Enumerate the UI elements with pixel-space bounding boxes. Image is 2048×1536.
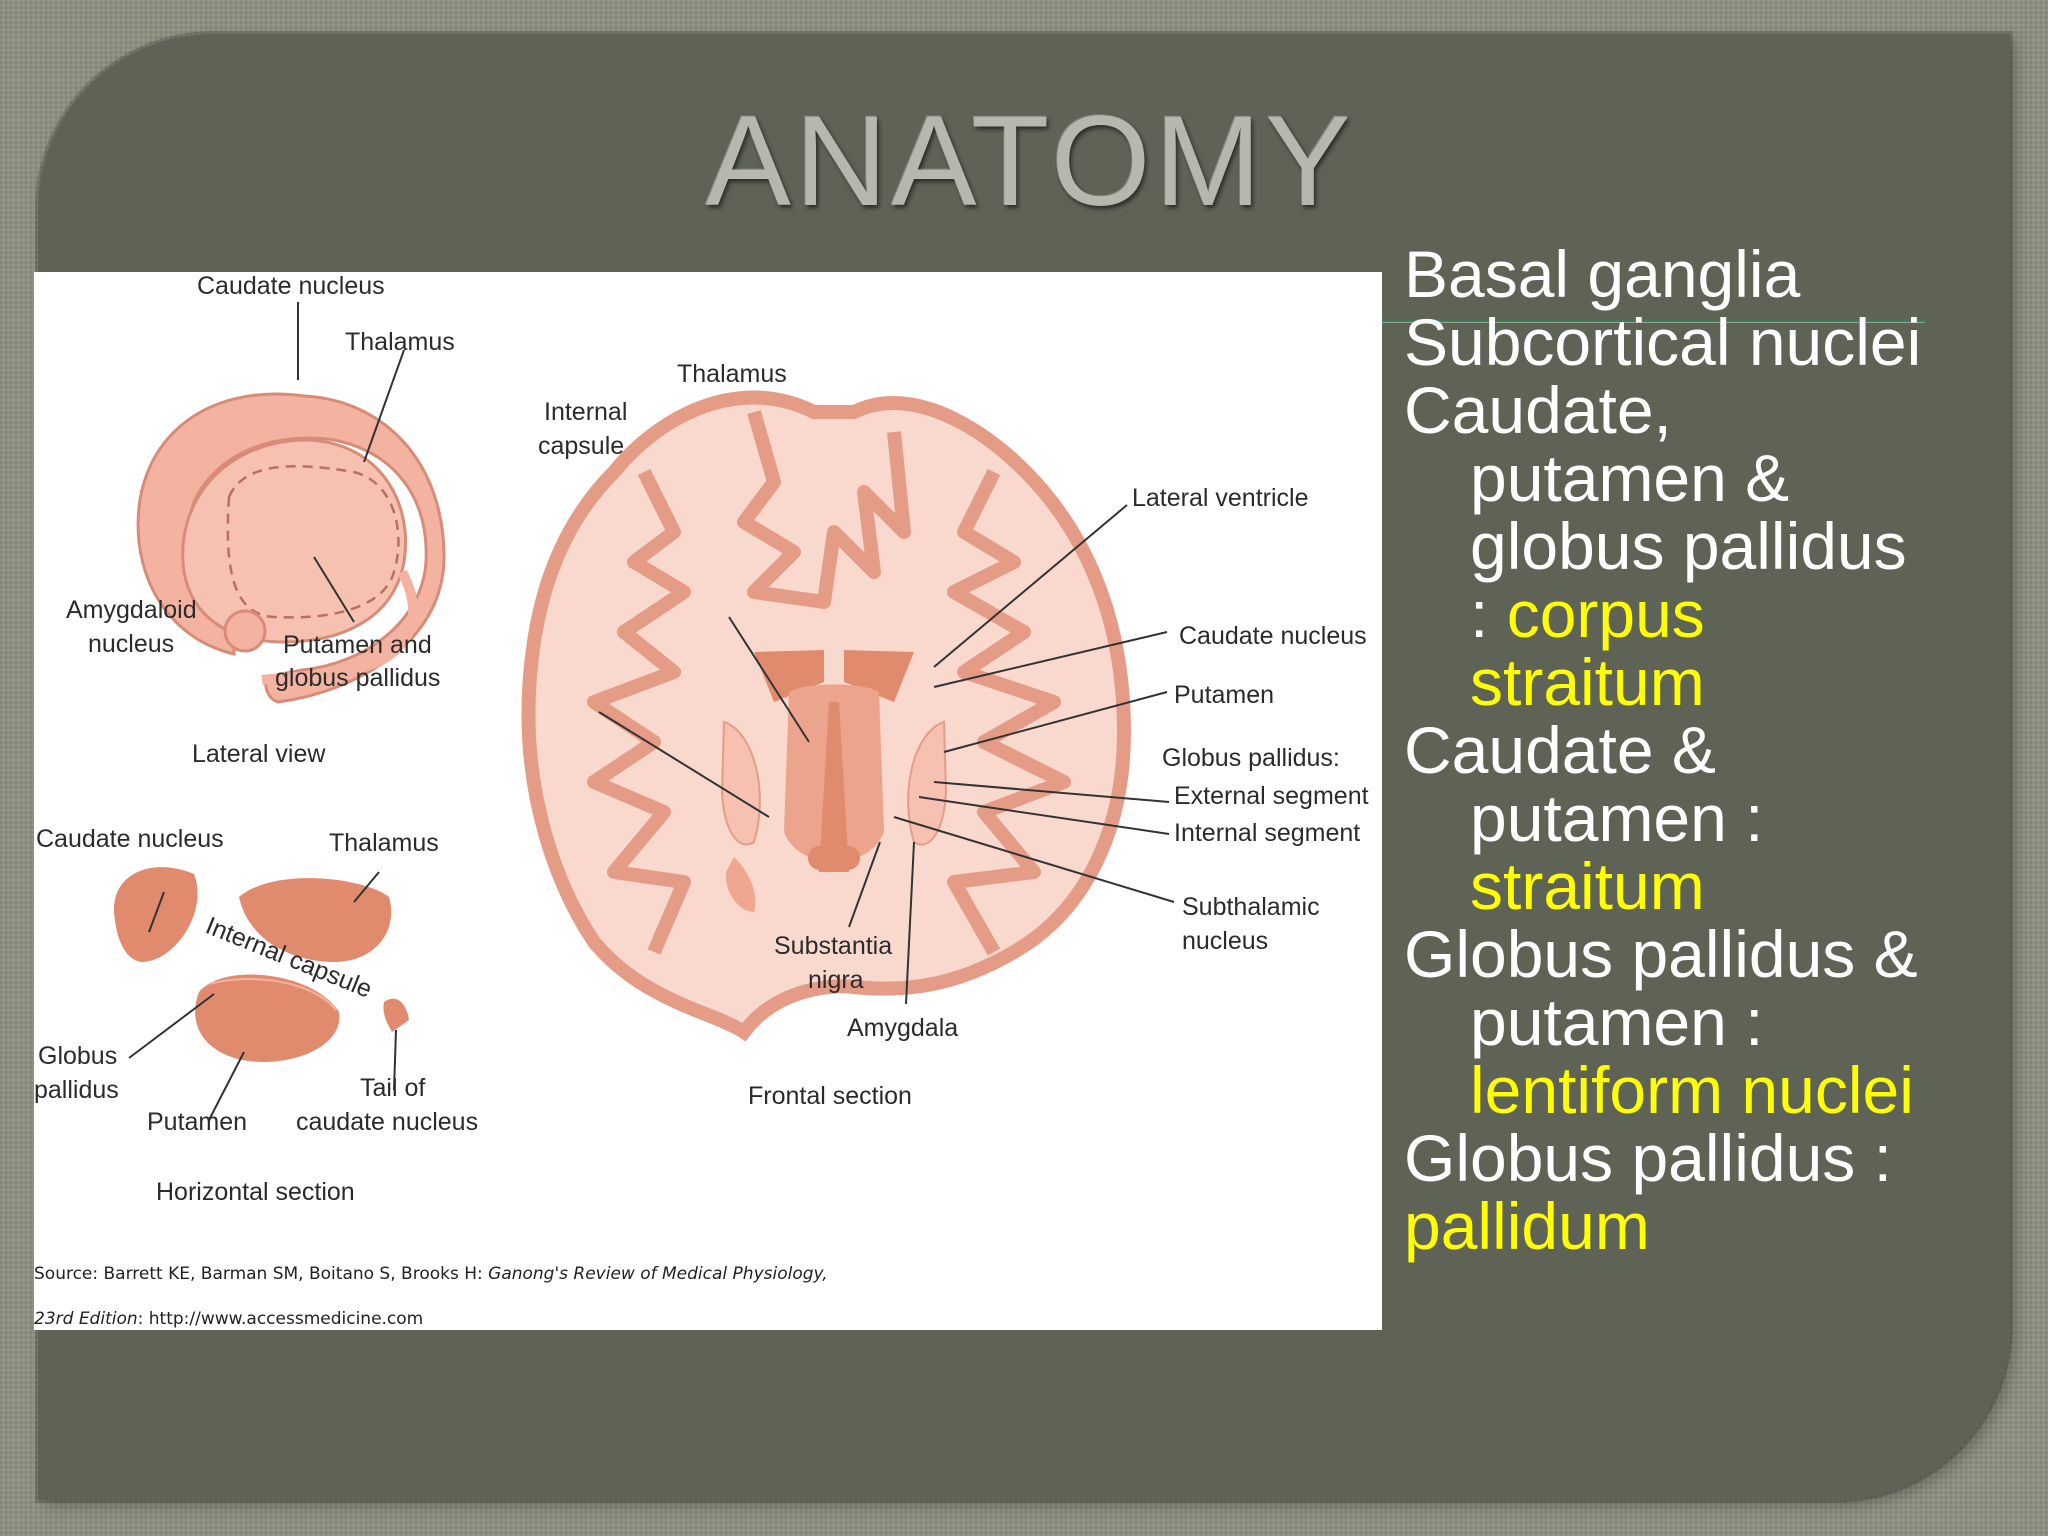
caudate-tail-shape xyxy=(261,569,419,685)
label-putamen-globus: Putamen and xyxy=(283,631,432,659)
leader-line xyxy=(353,871,380,903)
bullet-straitum: Caudate & putamen : straitum xyxy=(1404,716,2024,920)
bullet-list: Basal ganglia Subcortical nuclei Caudate… xyxy=(1404,240,2024,1260)
putamen-right-shape xyxy=(907,720,948,846)
label-tail: Tail of xyxy=(360,1074,425,1102)
h-putamen-shape xyxy=(195,974,340,1062)
putamen-dashed-outline xyxy=(226,465,400,619)
leader-line xyxy=(148,891,165,933)
lateral-view: Caudate nucleus Thalamus Amygdaloid nucl… xyxy=(66,272,455,768)
leader-line xyxy=(933,631,1168,688)
caption-frontal-section: Frontal section xyxy=(748,1082,912,1110)
leader-line xyxy=(313,556,355,623)
highlight-term: pallidum xyxy=(1404,1189,1650,1263)
label-subthalamic-2: nucleus xyxy=(1182,927,1268,955)
bullet-line: globus pallidus xyxy=(1470,509,1907,583)
label-putamen-globus-2: globus pallidus xyxy=(275,664,440,692)
label-h-putamen: Putamen xyxy=(147,1108,247,1136)
bullet-line: Caudate & xyxy=(1404,713,1716,787)
slide-title: ANATOMY xyxy=(705,90,1355,233)
leader-line xyxy=(598,711,770,818)
leader-line xyxy=(893,816,1175,903)
caption-lateral-view: Lateral view xyxy=(192,740,326,768)
anatomy-diagram: Caudate nucleus Thalamus Amygdaloid nucl… xyxy=(34,272,1369,1329)
leader-line xyxy=(128,993,215,1059)
label-internal-segment: Internal segment xyxy=(1174,819,1360,847)
bullet-lentiform-nuclei: Globus pallidus & putamen : lentiform nu… xyxy=(1404,920,2024,1124)
bullet-basal-ganglia: Basal ganglia xyxy=(1404,237,1801,311)
label-f-caudate: Caudate nucleus xyxy=(1179,622,1367,650)
label-lateral-ventricle: Lateral ventricle xyxy=(1132,484,1308,512)
bullet-corpus-straitum: Caudate, putamen & globus pallidus : cor… xyxy=(1404,376,2024,716)
label-caudate-nucleus: Caudate nucleus xyxy=(197,272,385,300)
highlight-term: straitum xyxy=(1470,645,1705,719)
label-tail-2: caudate nucleus xyxy=(296,1108,478,1136)
leader-line xyxy=(363,349,405,463)
label-f-internal-2: capsule xyxy=(538,432,624,460)
horizontal-section: Caudate nucleus Thalamus Internal capsul… xyxy=(34,825,478,1206)
label-substantia: Substantia xyxy=(774,932,892,960)
leader-line xyxy=(905,841,915,1005)
label-thalamus: Thalamus xyxy=(345,328,455,356)
label-f-putamen: Putamen xyxy=(1174,681,1274,709)
bullet-line: Globus pallidus : xyxy=(1404,1121,1892,1195)
label-globus-2: pallidus xyxy=(34,1076,119,1104)
leader-line xyxy=(393,1029,397,1091)
gyri-center xyxy=(737,410,911,609)
h-thalamus-shape xyxy=(239,878,392,962)
label-h-caudate: Caudate nucleus xyxy=(36,825,224,853)
bullet-line: putamen : xyxy=(1470,781,1764,855)
basal-ganglia-figure: Caudate nucleus Thalamus Amygdaloid nucl… xyxy=(34,272,1382,1330)
bullet-line: Globus pallidus & xyxy=(1404,917,1918,991)
source-line-1: Source: Barrett KE, Barman SM, Boitano S… xyxy=(34,1264,828,1284)
label-amygdala: Amygdala xyxy=(847,1014,958,1042)
bullet-text: : xyxy=(1470,577,1507,651)
substantia-nigra-shape xyxy=(808,846,832,870)
highlight-term: corpus xyxy=(1506,577,1705,651)
label-amygdaloid: Amygdaloid xyxy=(66,596,197,624)
bullet-pallidum: Globus pallidus : pallidum xyxy=(1404,1124,2024,1260)
label-substantia-2: nigra xyxy=(808,966,864,994)
frontal-section: Thalamus Internal capsule Lateral ventri… xyxy=(521,360,1369,1110)
caudate-arc-shape xyxy=(136,392,446,704)
bullet-subcortical-nuclei: Subcortical nuclei xyxy=(1404,305,1922,379)
label-f-internal: Internal xyxy=(544,398,627,426)
leader-line xyxy=(943,691,1168,753)
leader-line xyxy=(848,841,881,928)
leader-line xyxy=(933,781,1170,803)
putamen-left-shape xyxy=(720,720,761,846)
title-underline xyxy=(1380,319,1925,323)
label-globus: Globus xyxy=(38,1042,117,1070)
caption-horizontal-section: Horizontal section xyxy=(156,1178,355,1206)
leader-line xyxy=(933,504,1128,668)
leader-line xyxy=(728,616,810,743)
leader-line xyxy=(918,796,1170,835)
third-ventricle-shape xyxy=(819,702,849,872)
amygdala-shape xyxy=(725,857,756,912)
bullet-line: Caudate, xyxy=(1404,373,1672,447)
substantia-nigra-shape-2 xyxy=(836,846,860,870)
label-f-thalamus: Thalamus xyxy=(677,360,787,388)
lateral-ventricle-shape xyxy=(754,650,914,702)
gyri-right xyxy=(947,468,1071,956)
label-external-segment: External segment xyxy=(1174,782,1369,810)
h-globus-divider xyxy=(208,978,337,1011)
label-f-globus: Globus pallidus: xyxy=(1162,744,1340,772)
label-h-thalamus: Thalamus xyxy=(329,829,439,857)
leader-line xyxy=(208,1051,245,1121)
highlight-term: straitum xyxy=(1470,849,1705,923)
label-amygdaloid-2: nucleus xyxy=(88,630,174,658)
h-tail-shape xyxy=(383,998,409,1032)
amygdaloid-shape xyxy=(223,609,267,653)
bullet-line: putamen : xyxy=(1470,985,1764,1059)
gyri-left xyxy=(587,468,691,955)
label-subthalamic: Subthalamic xyxy=(1182,893,1320,921)
bullet-line: putamen & xyxy=(1470,441,1790,515)
source-line-2: 23rd Edition: http://www.accessmedicine.… xyxy=(34,1309,423,1329)
bullet-line: : corpus xyxy=(1404,580,2024,648)
highlight-term: lentiform nuclei xyxy=(1470,1053,1914,1127)
